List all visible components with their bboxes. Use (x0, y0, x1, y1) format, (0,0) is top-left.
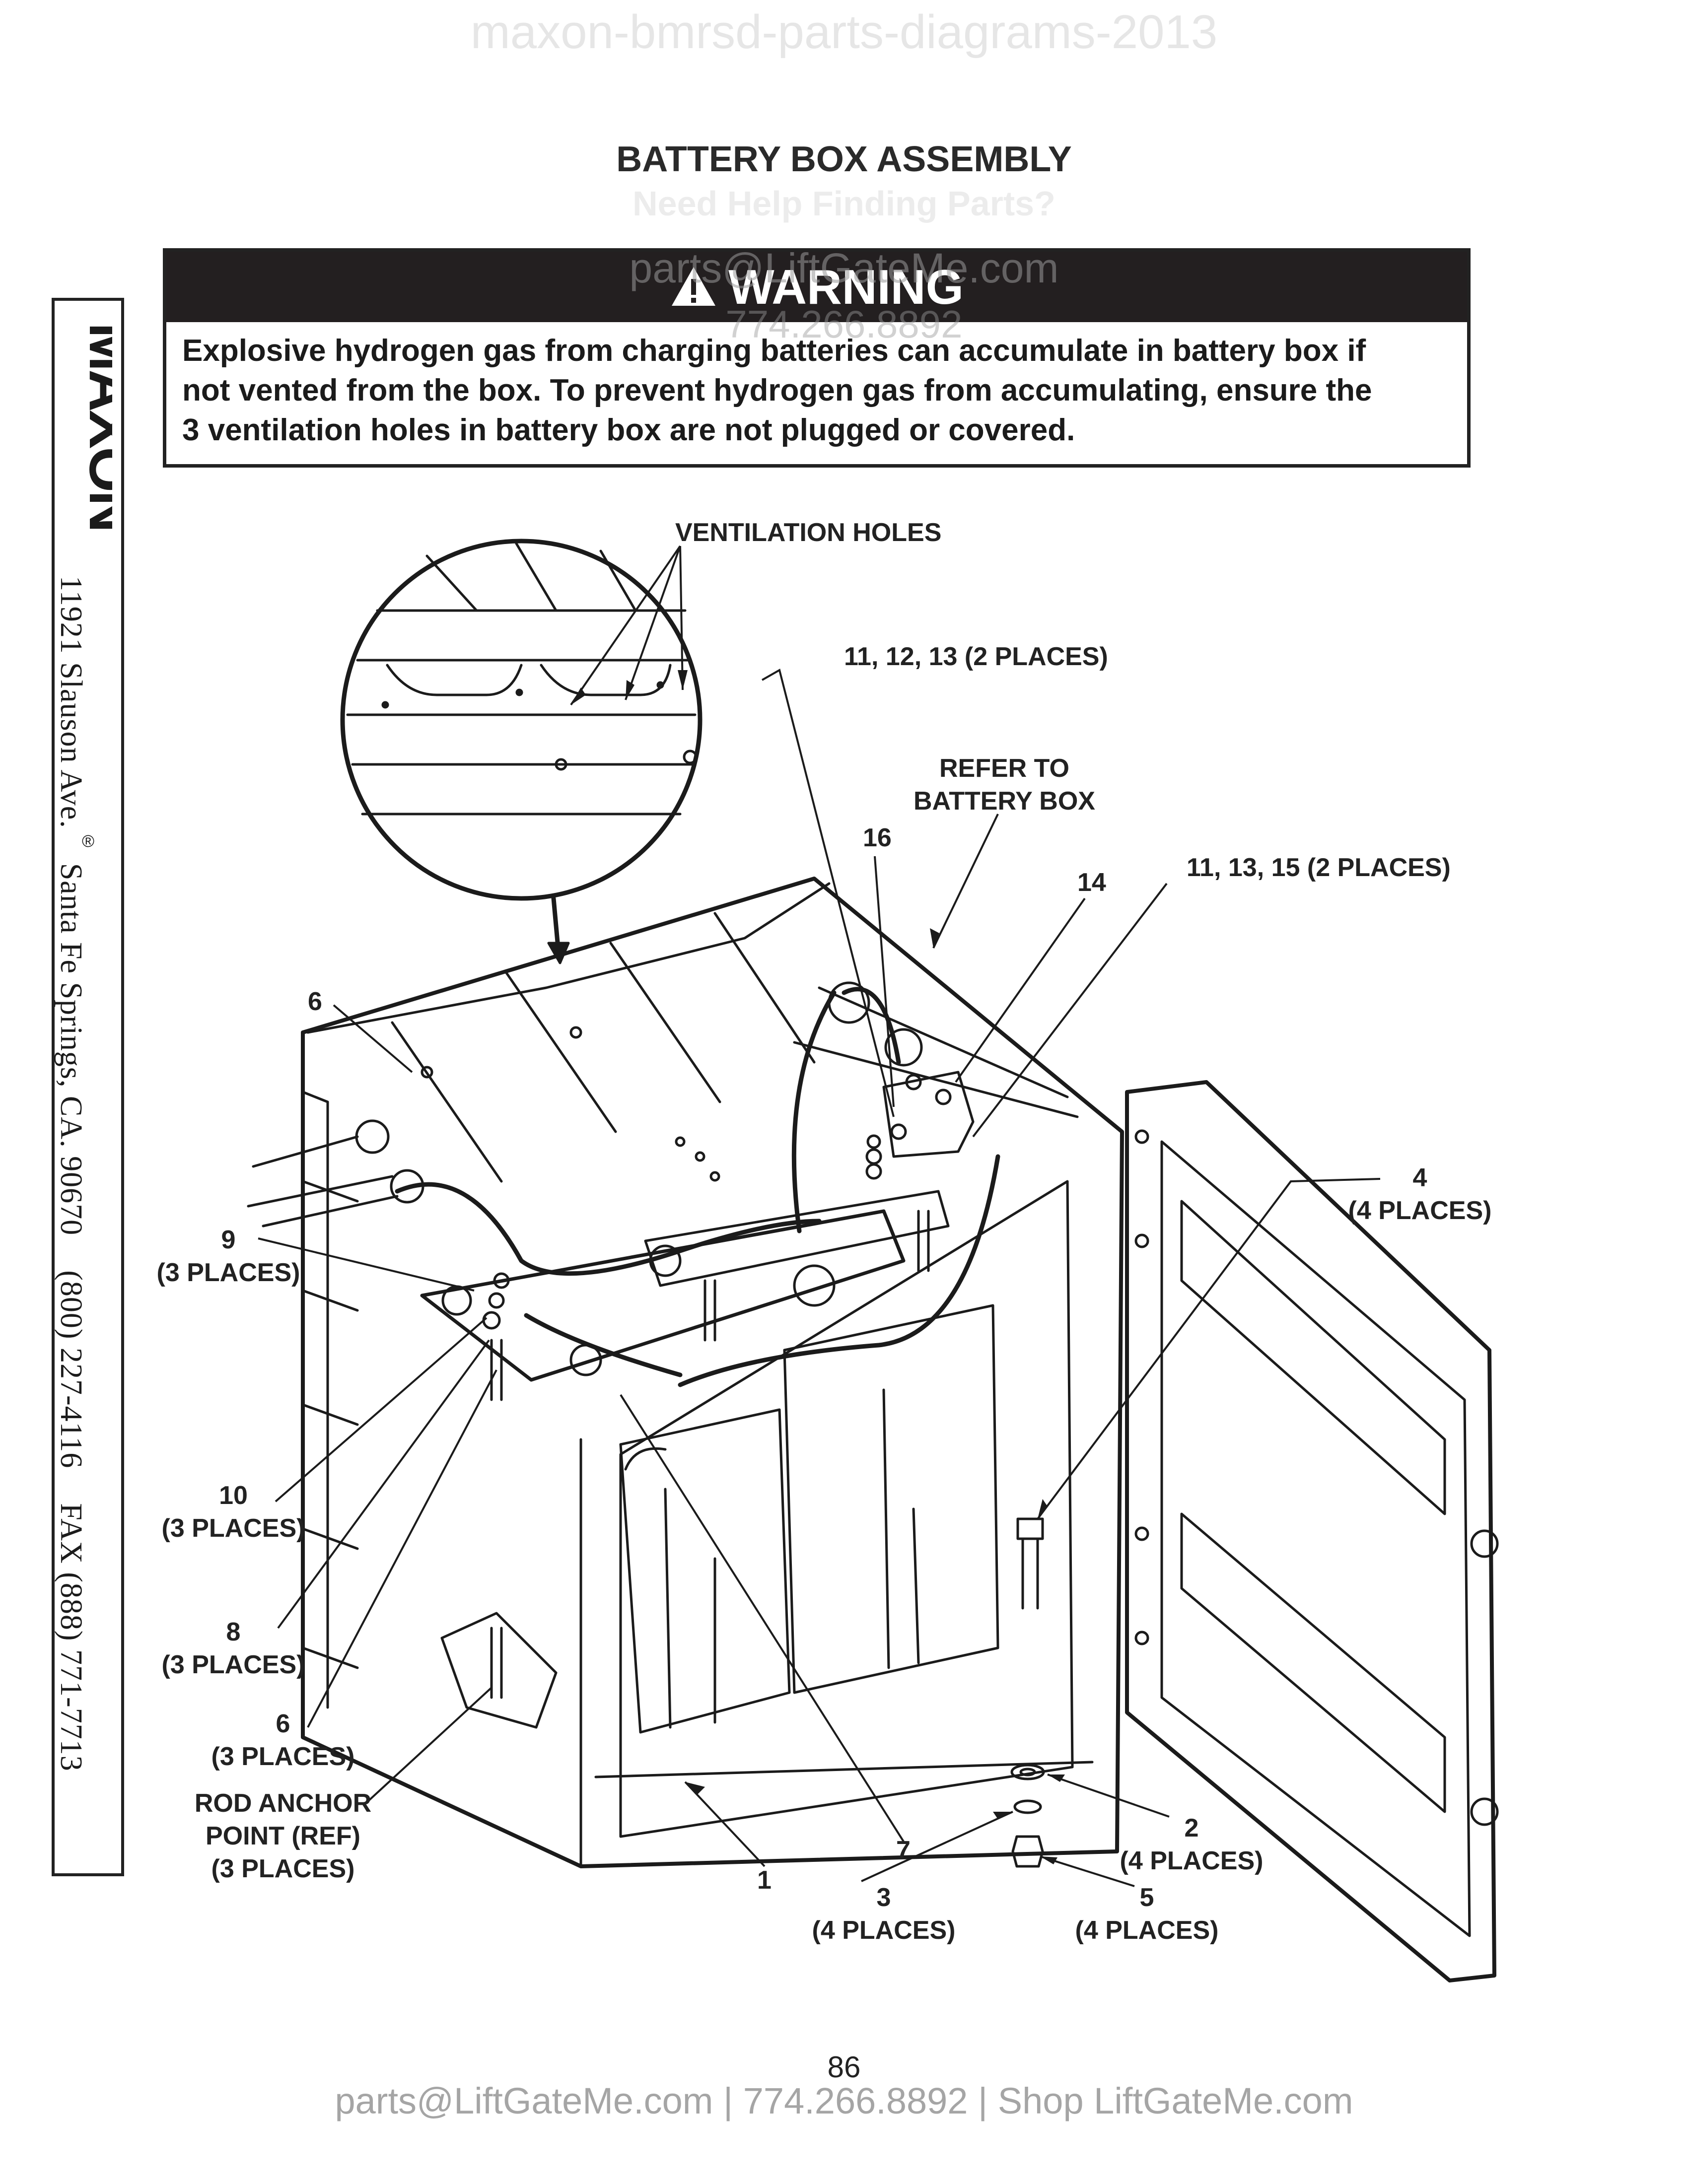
battery-box (301, 877, 1124, 1868)
callout-refer-to-battery-box: REFER TO BATTERY BOX (914, 754, 1095, 816)
page-number: 86 (827, 2050, 861, 2084)
warning-line: Explosive hydrogen gas from charging bat… (182, 334, 1366, 368)
watermark-help: Need Help Finding Parts? (633, 184, 1055, 223)
callout-11-13-15: 11, 13, 15 (2 PLACES) (1187, 853, 1451, 882)
callout-2: 2 (4 PLACES) (1120, 1814, 1264, 1875)
callout-6-top: 6 (308, 987, 322, 1016)
hardware (1010, 1764, 1045, 1868)
callout-5: 5 (4 PLACES) (1075, 1883, 1219, 1945)
callout-9: 9 (3 PLACES) (156, 1226, 300, 1287)
footer-contact: parts@LiftGateMe.com | 774.266.8892 | Sh… (335, 2080, 1353, 2121)
callout-3: 3 (4 PLACES) (812, 1883, 956, 1945)
callout-8: 8 (3 PLACES) (161, 1618, 305, 1679)
callout-11-12-13: 11, 12, 13 (2 PLACES) (844, 642, 1108, 671)
watermark-email: parts@LiftGateMe.com (629, 245, 1059, 291)
warning-heading: WARNING (728, 260, 964, 314)
watermark-phone: 774.266.8892 (725, 302, 963, 346)
warning-line: 3 ventilation holes in battery box are n… (182, 413, 1075, 447)
callout-1: 1 (757, 1866, 772, 1895)
registered-mark: ® (82, 832, 95, 851)
callout-ventilation-holes: VENTILATION HOLES (675, 518, 942, 547)
callout-7: 7 (896, 1836, 911, 1865)
ventilation-detail-circle (340, 539, 703, 901)
callout-14: 14 (1077, 868, 1106, 897)
warning-line: not vented from the box. To prevent hydr… (182, 373, 1372, 408)
warning-box: WARNING Explosive hydrogen gas from char… (163, 248, 1471, 468)
callout-10: 10 (3 PLACES) (161, 1481, 305, 1543)
battery-box-door (1125, 1080, 1499, 1982)
warning-text: Explosive hydrogen gas from charging bat… (182, 331, 1458, 450)
batteries (619, 1304, 999, 1734)
page-title: BATTERY BOX ASSEMBLY (616, 139, 1072, 179)
callout-16: 16 (863, 823, 892, 852)
warning-triangle-icon (670, 256, 717, 326)
callout-4: 4 (4 PLACES) (1348, 1163, 1492, 1225)
watermark-filename: maxon-bmrsd-parts-diagrams-2013 (470, 5, 1218, 59)
callout-rod-anchor-point: ROD ANCHOR POINT (REF) (3 PLACES) (194, 1789, 372, 1883)
callout-6: 6 (3 PLACES) (211, 1709, 355, 1771)
warning-header: WARNING (166, 252, 1467, 322)
